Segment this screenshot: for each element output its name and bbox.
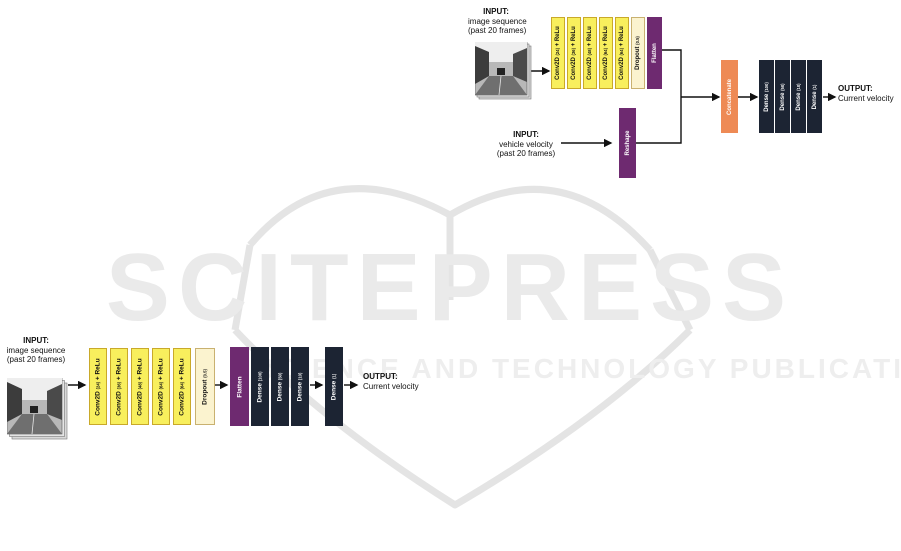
bottom-image-sequence-stack (7, 378, 68, 440)
top-dropout-layer: Dropout (0.5) (631, 17, 645, 89)
top-dense-layer-1: Dense (1) (807, 60, 822, 133)
bottom-conv2d-layer-5: Conv2D (64) + ReLu (173, 348, 191, 425)
top-reshape-layer: Reshape (619, 108, 636, 178)
bottom-dense-layer-100: Dense (100) (251, 347, 269, 426)
top-dense-layer-10: Dense (10) (791, 60, 806, 133)
bottom-dropout-layer: Dropout (0.5) (195, 348, 215, 425)
top-image-sequence-stack (475, 42, 532, 100)
road-photo-icon (7, 378, 63, 435)
top-flatten-layer: Flatten (647, 17, 662, 89)
top-input-image-label: INPUT: image sequence (past 20 frames) (468, 7, 527, 35)
road-photo-icon (475, 42, 528, 96)
bottom-conv2d-layer-1: Conv2D (24) + ReLu (89, 348, 107, 425)
bottom-conv2d-layer-2: Conv2D (36) + ReLu (110, 348, 128, 425)
top-conv2d-layer-2: Conv2D (36) + ReLu (567, 17, 581, 89)
top-conv2d-layer-5: Conv2D (64) + ReLu (615, 17, 629, 89)
watermark-sub-text: SCIENCE AND TECHNOLOGY PUBLICATIONS (256, 353, 901, 384)
bottom-conv2d-layer-3: Conv2D (48) + ReLu (131, 348, 149, 425)
bottom-flatten-layer: Flatten (230, 347, 249, 426)
bottom-input-image-label: INPUT: image sequence (past 20 frames) (6, 336, 66, 364)
connector-reshape-to-merge (636, 97, 682, 144)
bottom-conv2d-layer-4: Conv2D (64) + ReLu (152, 348, 170, 425)
connector-flatten-to-merge (662, 49, 682, 97)
bottom-dense-layer-10: Dense (10) (291, 347, 309, 426)
top-concatenate-layer: Concatenate (721, 60, 738, 133)
top-output-label: OUTPUT: Current velocity (838, 84, 894, 103)
bottom-dense-layer-1: Dense (1) (325, 347, 343, 426)
top-conv2d-layer-3: Conv2D (48) + ReLu (583, 17, 597, 89)
top-conv2d-layer-4: Conv2D (64) + ReLu (599, 17, 613, 89)
top-input-velocity-label: INPUT: vehicle velocity (past 20 frames) (496, 130, 556, 158)
top-conv2d-layer-1: Conv2D (24) + ReLu (551, 17, 565, 89)
watermark-main-text: SCITEPRESS (106, 234, 794, 341)
bottom-output-label: OUTPUT: Current velocity (363, 372, 419, 391)
top-dense-layer-100: Dense (100) (759, 60, 774, 133)
bottom-dense-layer-50: Dense (50) (271, 347, 289, 426)
top-dense-layer-50: Dense (50) (775, 60, 790, 133)
